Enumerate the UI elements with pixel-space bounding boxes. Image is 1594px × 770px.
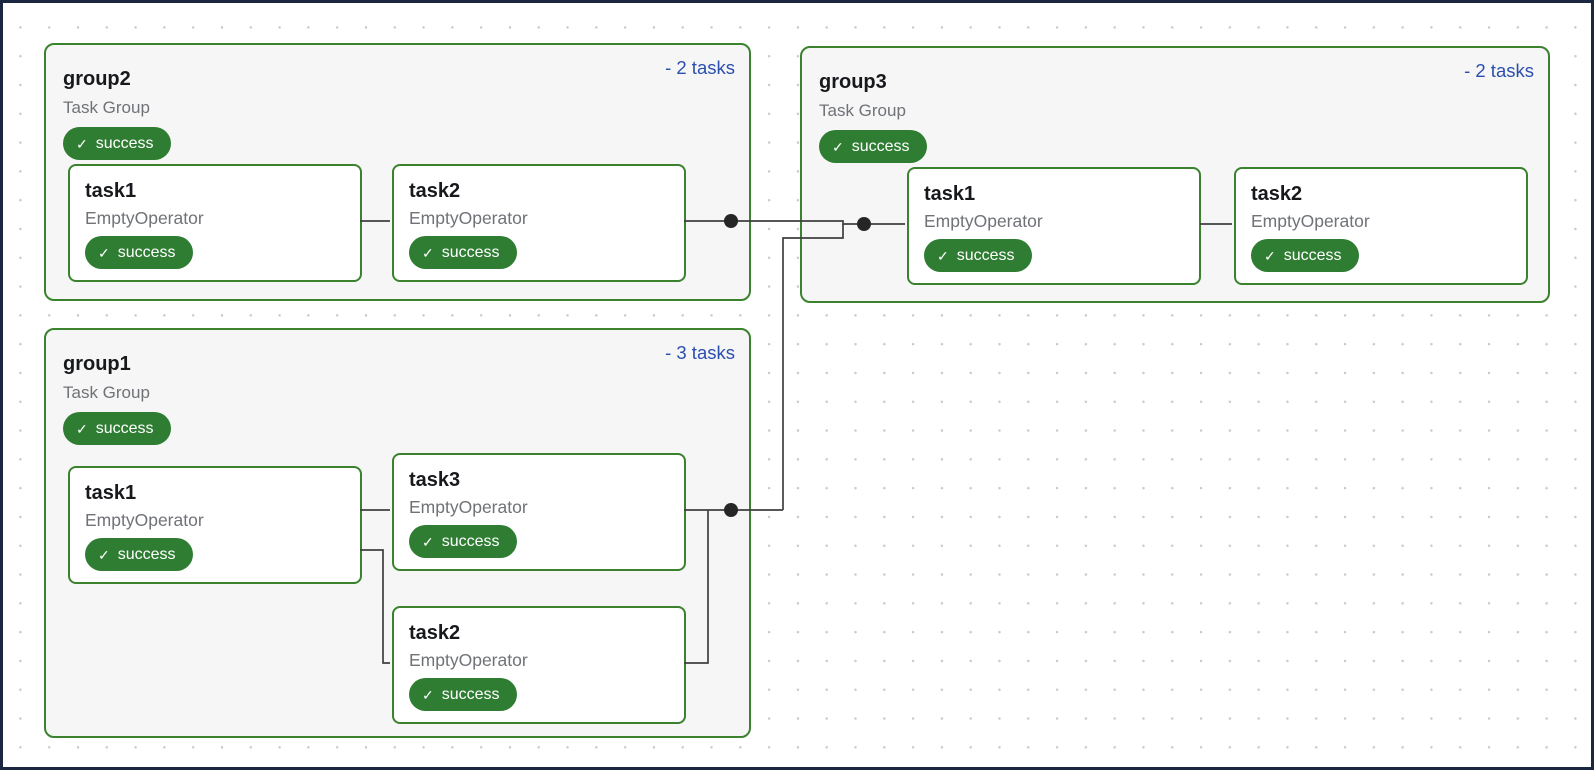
status-label: success <box>851 137 910 155</box>
task-operator: EmptyOperator <box>924 211 1043 231</box>
collapse-group-toggle[interactable]: - 3 tasks <box>665 342 735 363</box>
status-badge: ✓ success <box>63 127 171 160</box>
task-name: task1 <box>85 482 137 504</box>
task-operator: EmptyOperator <box>409 497 528 517</box>
status-label: success <box>117 243 176 261</box>
task-name: task2 <box>1251 183 1303 205</box>
task-name: task2 <box>409 180 461 202</box>
task-node-group1-task3[interactable]: task3 EmptyOperator ✓ success <box>392 453 686 571</box>
status-label: success <box>117 545 176 563</box>
group-header: group3 Task Group ✓ success <box>819 70 927 163</box>
status-label: success <box>1283 246 1342 264</box>
status-badge: ✓ success <box>409 678 517 711</box>
group-header: group1 Task Group ✓ success <box>63 352 171 445</box>
status-label: success <box>95 419 154 437</box>
check-icon: ✓ <box>422 244 434 261</box>
group-subtitle: Task Group <box>819 101 906 120</box>
status-badge: ✓ success <box>85 236 193 269</box>
status-badge: ✓ success <box>63 412 171 445</box>
task-operator: EmptyOperator <box>409 208 528 228</box>
task-node-group1-task2[interactable]: task2 EmptyOperator ✓ success <box>392 606 686 724</box>
task-name: task1 <box>924 183 976 205</box>
collapse-group-toggle[interactable]: - 2 tasks <box>665 57 735 78</box>
collapse-group-toggle[interactable]: - 2 tasks <box>1464 60 1534 81</box>
status-badge: ✓ success <box>924 239 1032 272</box>
status-label: success <box>956 246 1015 264</box>
task-operator: EmptyOperator <box>85 208 204 228</box>
status-label: success <box>441 685 500 703</box>
check-icon: ✓ <box>422 686 434 703</box>
status-label: success <box>441 532 500 550</box>
status-badge: ✓ success <box>409 236 517 269</box>
status-label: success <box>441 243 500 261</box>
check-icon: ✓ <box>1264 247 1276 264</box>
task-group-group2[interactable]: group2 Task Group ✓ success - 2 tasks ta… <box>44 43 751 301</box>
status-badge: ✓ success <box>1251 239 1359 272</box>
group-subtitle: Task Group <box>63 98 150 117</box>
check-icon: ✓ <box>937 247 949 264</box>
status-label: success <box>95 134 154 152</box>
status-badge: ✓ success <box>409 525 517 558</box>
task-name: task2 <box>409 622 461 644</box>
task-group-group3[interactable]: group3 Task Group ✓ success - 2 tasks ta… <box>800 46 1550 303</box>
check-icon: ✓ <box>98 546 110 563</box>
task-node-group3-task1[interactable]: task1 EmptyOperator ✓ success <box>907 167 1201 285</box>
group-subtitle: Task Group <box>63 383 150 402</box>
group-title: group3 <box>819 71 887 93</box>
task-operator: EmptyOperator <box>409 650 528 670</box>
task-node-group1-task1[interactable]: task1 EmptyOperator ✓ success <box>68 466 362 584</box>
status-badge: ✓ success <box>85 538 193 571</box>
status-badge: ✓ success <box>819 130 927 163</box>
task-node-group3-task2[interactable]: task2 EmptyOperator ✓ success <box>1234 167 1528 285</box>
check-icon: ✓ <box>832 138 844 155</box>
task-operator: EmptyOperator <box>85 510 204 530</box>
check-icon: ✓ <box>98 244 110 261</box>
task-node-group2-task1[interactable]: task1 EmptyOperator ✓ success <box>68 164 362 282</box>
group-title: group2 <box>63 68 131 90</box>
task-name: task3 <box>409 469 461 491</box>
check-icon: ✓ <box>422 533 434 550</box>
group-title: group1 <box>63 353 131 375</box>
check-icon: ✓ <box>76 420 88 437</box>
task-node-group2-task2[interactable]: task2 EmptyOperator ✓ success <box>392 164 686 282</box>
task-group-group1[interactable]: group1 Task Group ✓ success - 3 tasks ta… <box>44 328 751 738</box>
group-header: group2 Task Group ✓ success <box>63 67 171 160</box>
task-operator: EmptyOperator <box>1251 211 1370 231</box>
check-icon: ✓ <box>76 135 88 152</box>
task-name: task1 <box>85 180 137 202</box>
